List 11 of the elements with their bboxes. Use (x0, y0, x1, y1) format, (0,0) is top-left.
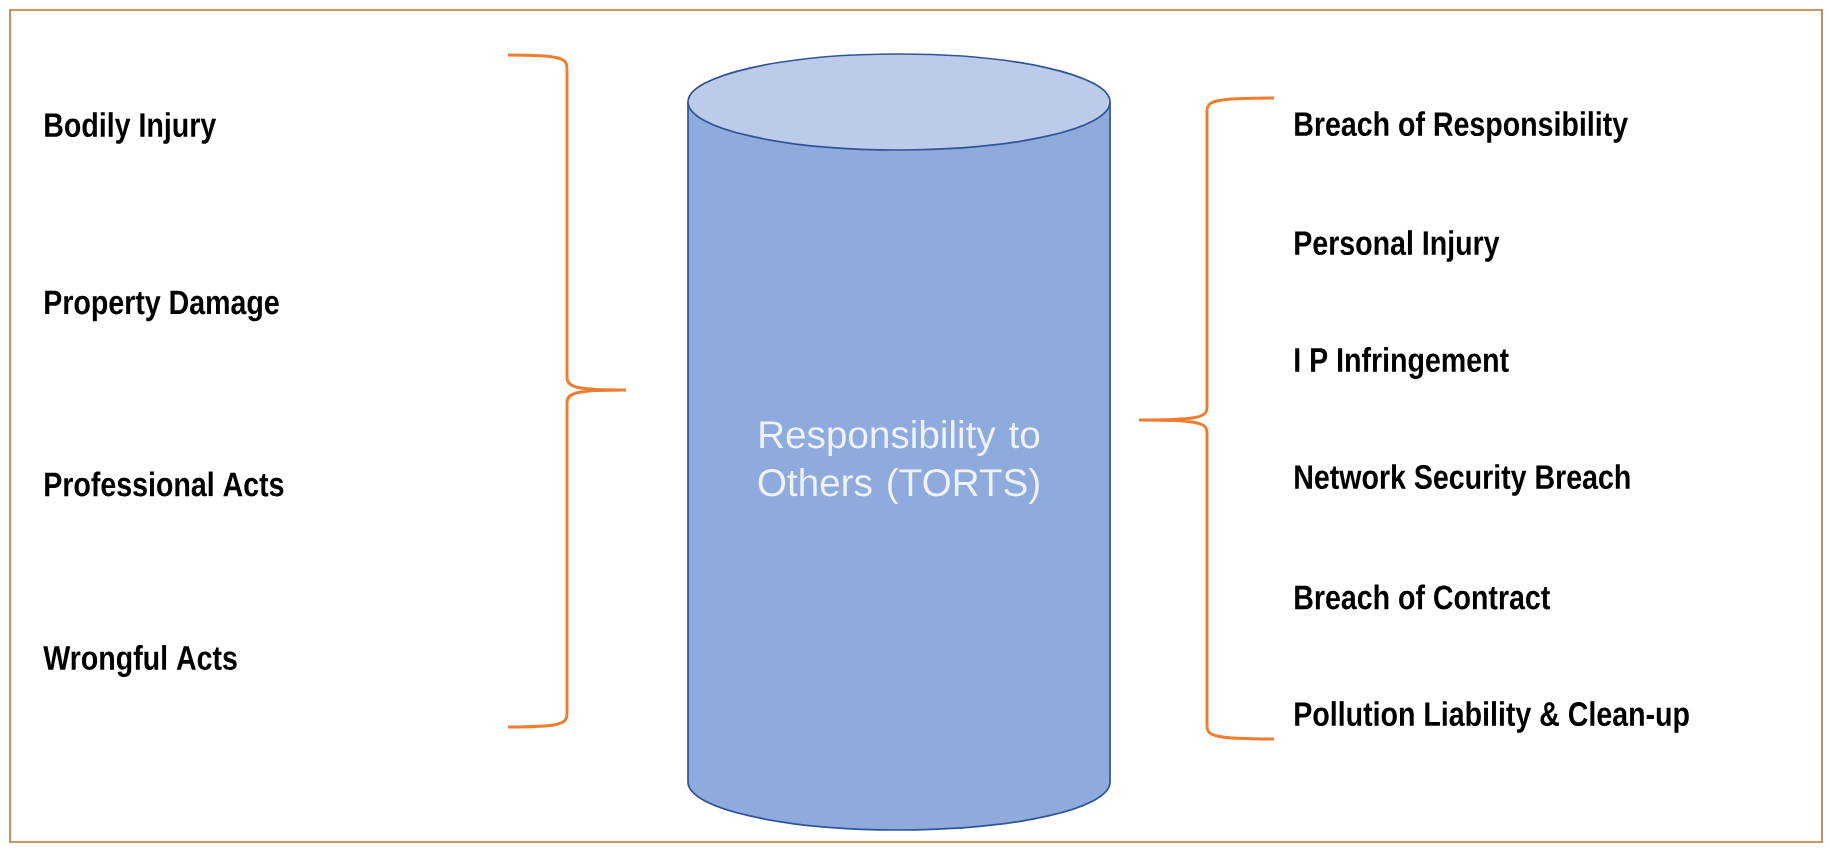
item-label: I P Infringement (1295, 347, 1509, 379)
item-label: Pollution Liability & Clean-up (1295, 701, 1689, 733)
cylinder: Responsibility to Others (TORTS) (687, 53, 1111, 831)
item-label: Personal Injury (1295, 230, 1500, 262)
item-label: Property Damage (45, 290, 279, 322)
item-label: Wrongful Acts (43, 645, 237, 677)
item-label: Network Security Breach (1295, 464, 1630, 496)
item-label: Bodily Injury (45, 112, 217, 144)
item-label: Breach of Contract (1295, 584, 1550, 610)
item-label: Professional Acts (45, 471, 284, 497)
item-label: Breach of Responsibility (1295, 111, 1628, 143)
